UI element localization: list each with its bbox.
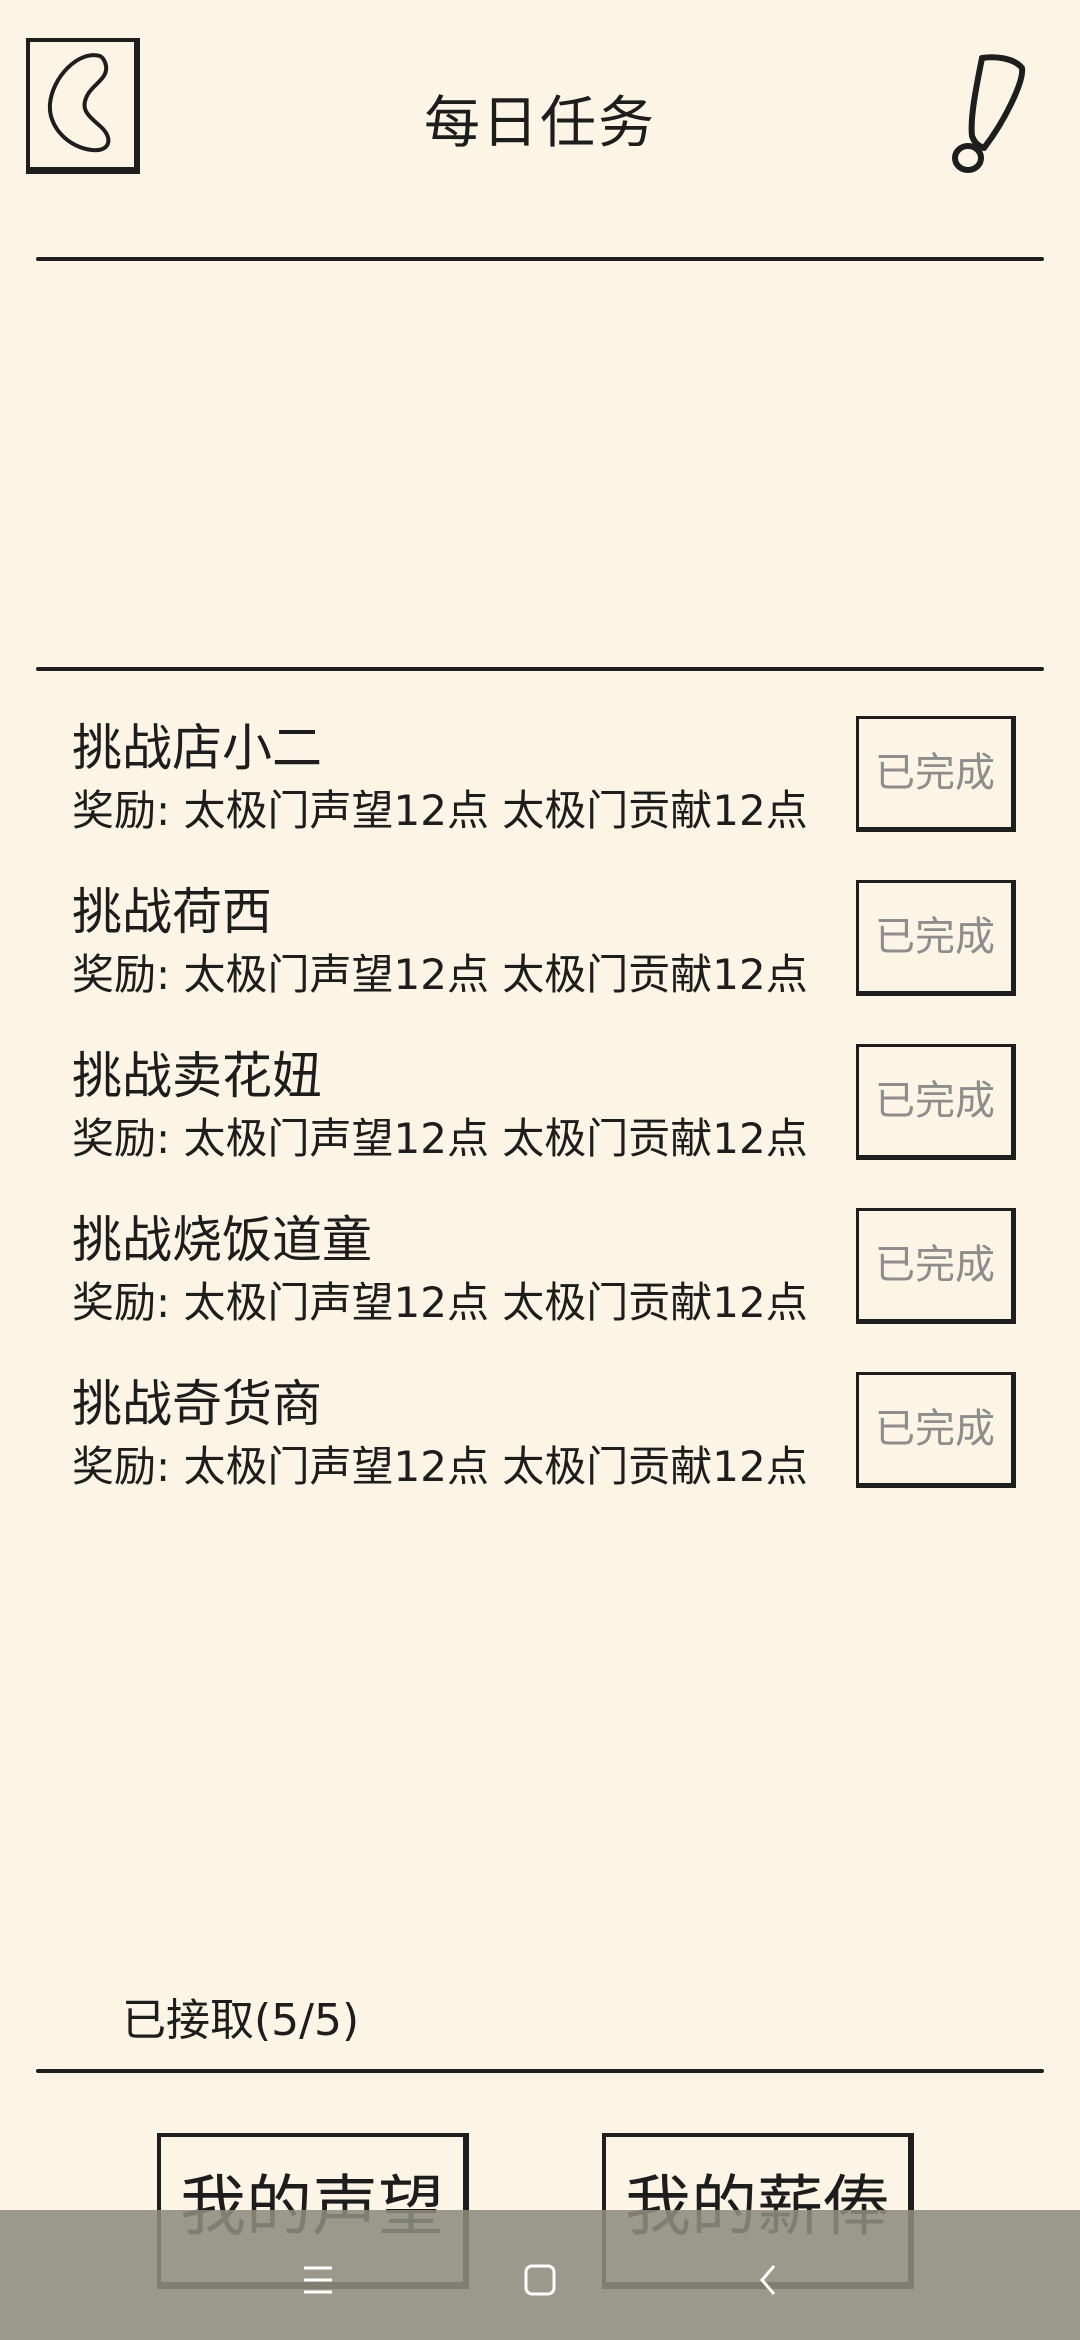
- menu-icon: [304, 2266, 332, 2294]
- task-name: 挑战烧饭道童: [72, 1211, 372, 1269]
- task-status-button[interactable]: 已完成: [856, 1372, 1016, 1488]
- page-title: 每日任务: [424, 91, 656, 156]
- alert-button[interactable]: [938, 52, 1030, 182]
- task-reward: 奖励: 太极门声望12点 太极门贡献12点: [72, 786, 808, 835]
- system-navigation-bar: [0, 2210, 1080, 2340]
- task-status-button[interactable]: 已完成: [856, 1044, 1016, 1160]
- task-reward: 奖励: 太极门声望12点 太极门贡献12点: [72, 1278, 808, 1327]
- back-arrow-icon: [47, 53, 111, 153]
- home-icon: [524, 2264, 556, 2296]
- task-item: 挑战烧饭道童 奖励: 太极门声望12点 太极门贡献12点 已完成: [72, 1192, 1022, 1356]
- task-reward: 奖励: 太极门声望12点 太极门贡献12点: [72, 1442, 808, 1491]
- nav-home-button[interactable]: [510, 2260, 570, 2300]
- divider-bottom: [36, 2069, 1044, 2073]
- task-item: 挑战荷西 奖励: 太极门声望12点 太极门贡献12点 已完成: [72, 864, 1022, 1028]
- accepted-count: 已接取(5/5): [122, 1995, 360, 2046]
- task-item: 挑战奇货商 奖励: 太极门声望12点 太极门贡献12点 已完成: [72, 1356, 1022, 1520]
- exclamation-icon: [952, 54, 1026, 173]
- task-item: 挑战卖花妞 奖励: 太极门声望12点 太极门贡献12点 已完成: [72, 1028, 1022, 1192]
- task-list: 挑战店小二 奖励: 太极门声望12点 太极门贡献12点 已完成 挑战荷西 奖励:…: [72, 700, 1022, 1520]
- task-name: 挑战奇货商: [72, 1375, 322, 1433]
- task-status-button[interactable]: 已完成: [856, 1208, 1016, 1324]
- task-name: 挑战卖花妞: [72, 1047, 322, 1105]
- back-chevron-icon: [760, 2265, 776, 2295]
- divider-top: [36, 257, 1044, 261]
- task-status-button[interactable]: 已完成: [856, 880, 1016, 996]
- task-status-button[interactable]: 已完成: [856, 716, 1016, 832]
- nav-menu-button[interactable]: [288, 2260, 348, 2300]
- task-name: 挑战荷西: [72, 883, 272, 941]
- back-button[interactable]: [26, 38, 140, 174]
- task-item: 挑战店小二 奖励: 太极门声望12点 太极门贡献12点 已完成: [72, 700, 1022, 864]
- divider-middle: [36, 667, 1044, 671]
- task-reward: 奖励: 太极门声望12点 太极门贡献12点: [72, 950, 808, 999]
- task-reward: 奖励: 太极门声望12点 太极门贡献12点: [72, 1114, 808, 1163]
- header: 每日任务: [0, 0, 1080, 240]
- task-name: 挑战店小二: [72, 719, 322, 777]
- nav-back-button[interactable]: [738, 2260, 798, 2300]
